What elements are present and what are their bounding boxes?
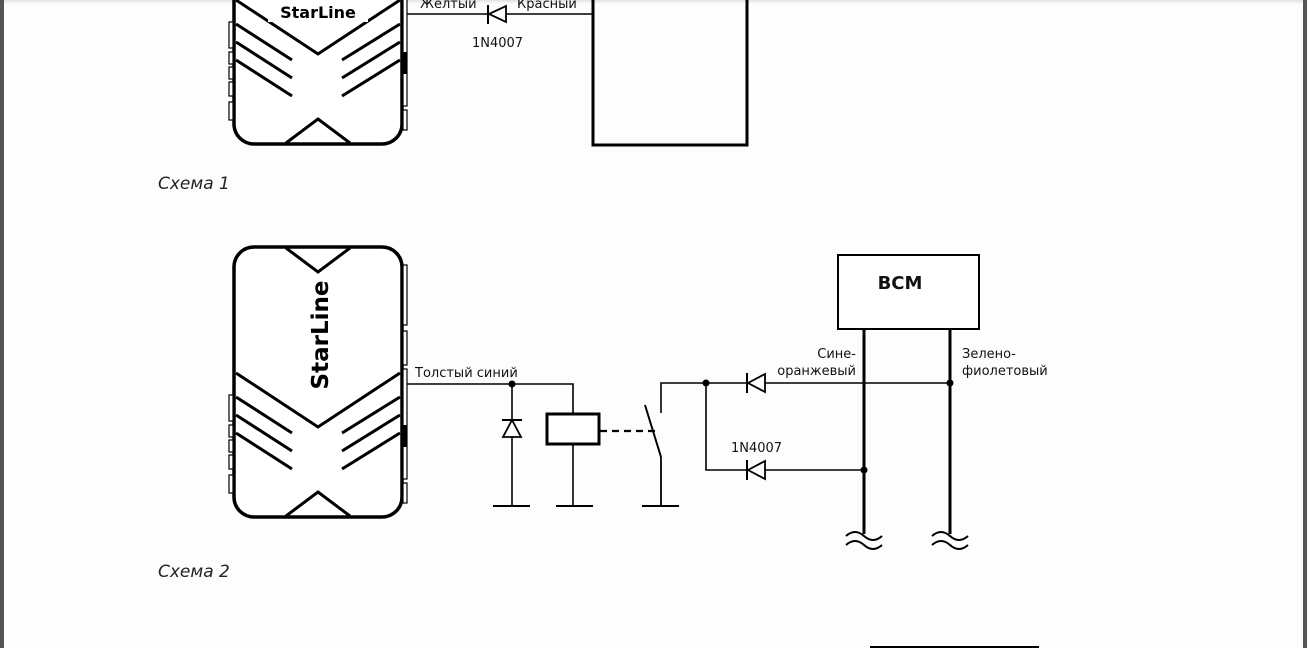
junction-dot xyxy=(860,466,868,474)
wire-break-icon xyxy=(845,531,883,550)
device-box-1 xyxy=(591,0,749,147)
relay-coil xyxy=(545,412,656,507)
diode-upper xyxy=(746,372,766,394)
diode-lower xyxy=(746,459,766,481)
wire-break-icon xyxy=(931,531,969,550)
diode-label-1: 1N4007 xyxy=(472,36,523,51)
viewer-left-border xyxy=(0,0,4,648)
starline-logo-1: StarLine xyxy=(280,3,356,22)
wire-label-blue-orange-2: оранжевый xyxy=(777,364,856,379)
diode-1 xyxy=(486,4,507,24)
relay-switch xyxy=(642,379,950,507)
bcm-box xyxy=(837,254,980,330)
wire-label-thick-blue: Толстый синий xyxy=(414,366,518,381)
wire-label-red: Красный xyxy=(517,0,577,12)
wire-label-yellow: Желтый xyxy=(420,0,477,12)
wire-label-green-violet-2: фиолетовый xyxy=(962,364,1048,379)
flyback-diode xyxy=(493,384,530,507)
bcm-label: BCM xyxy=(878,273,923,294)
viewer-right-border xyxy=(1303,0,1307,648)
wire-label-blue-orange-1: Сине- xyxy=(817,347,856,362)
starline-logo-1-backdrop xyxy=(268,2,368,22)
wire-label-green-violet-1: Зелено- xyxy=(962,347,1016,362)
scheme-1-caption: Схема 1 xyxy=(158,174,230,194)
junction-dot xyxy=(946,379,954,387)
scheme-2-caption: Схема 2 xyxy=(158,562,230,582)
scheme-1: StarLine Желтый Красный 1N4007 Схема 1 xyxy=(158,0,749,194)
wire-thick-blue xyxy=(407,383,574,414)
scheme-2: StarLine Толстый синий xyxy=(158,245,1048,582)
starline-logo-2: StarLine xyxy=(308,281,334,390)
starline-unit-2: StarLine xyxy=(227,245,409,519)
diode-label-2: 1N4007 xyxy=(731,441,782,456)
page-top-shadow xyxy=(4,0,1303,4)
